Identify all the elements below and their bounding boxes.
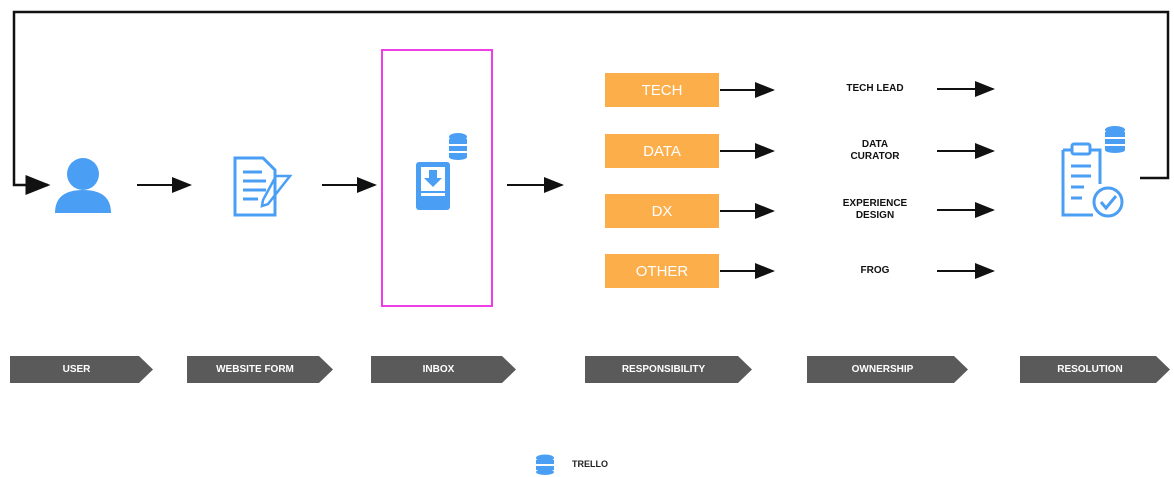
owner-data-curator: DATA CURATOR (820, 139, 930, 163)
category-tech: TECH (605, 73, 719, 107)
feedback-loop-line (12, 10, 1170, 195)
owner-line: EXPERIENCE (842, 198, 908, 209)
owner-frog: FROG (820, 265, 930, 277)
owner-line: DATA (861, 139, 889, 150)
resolution-database-icon (1105, 126, 1125, 153)
category-data: DATA (605, 134, 719, 168)
clipboard-check-icon (1061, 142, 1124, 218)
stage-resolution: RESOLUTION (1020, 356, 1170, 383)
stage-website-form: WEBSITE FORM (187, 356, 333, 383)
owner-tech-lead: TECH LEAD (820, 83, 930, 95)
stage-responsibility: RESPONSIBILITY (585, 356, 752, 383)
user-icon (55, 158, 111, 213)
inbox-highlight-frame (381, 49, 493, 307)
stage-user: USER (10, 356, 153, 383)
inbox-download-icon (416, 162, 450, 210)
stage-ownership: OWNERSHIP (807, 356, 968, 383)
owner-line: CURATOR (850, 151, 900, 162)
owner-experience-design: EXPERIENCE DESIGN (820, 198, 930, 222)
form-document-icon (233, 156, 293, 217)
category-other: OTHER (605, 254, 719, 288)
legend-label: TRELLO (572, 459, 608, 469)
stage-inbox: INBOX (371, 356, 516, 383)
owner-line: TECH LEAD (846, 83, 904, 94)
category-dx: DX (605, 194, 719, 228)
inbox-database-icon (449, 133, 467, 160)
legend-database-icon (536, 454, 554, 475)
owner-line: FROG (860, 265, 890, 276)
owner-line: DESIGN (855, 210, 895, 221)
